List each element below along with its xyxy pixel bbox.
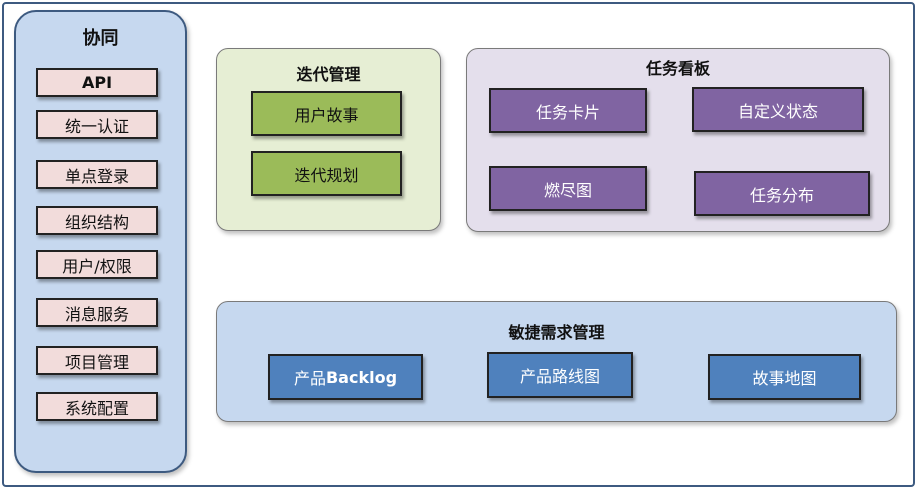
sidebar-item-api: API	[36, 68, 158, 97]
user-story-box: 用户故事	[251, 91, 402, 136]
product-backlog-suffix: Backlog	[325, 367, 398, 387]
story-map-label: 故事地图	[752, 369, 817, 388]
burndown-chart-box: 燃尽图	[489, 166, 647, 211]
product-roadmap-box: 产品路线图	[487, 352, 633, 398]
custom-status-box: 自定义状态	[692, 87, 864, 132]
sidebar-item-user-perm: 用户/权限	[36, 250, 158, 279]
product-roadmap-label: 产品路线图	[519, 367, 600, 386]
task-card-box: 任务卡片	[489, 88, 647, 133]
sidebar-item-unified-auth: 统一认证	[36, 110, 158, 139]
iteration-panel: 迭代管理	[216, 48, 441, 231]
task-distribution-box: 任务分布	[694, 171, 870, 216]
product-backlog-prefix: 产品	[293, 369, 326, 388]
diagram-frame	[2, 2, 915, 487]
iteration-plan-box: 迭代规划	[251, 151, 402, 196]
task-board-title: 任务看板	[645, 59, 710, 78]
collaboration-title: 协同	[82, 28, 119, 49]
sidebar-item-config: 系统配置	[36, 392, 158, 421]
iteration-title: 迭代管理	[296, 65, 361, 84]
sidebar-item-message: 消息服务	[36, 298, 158, 327]
story-map-box: 故事地图	[708, 354, 861, 400]
sidebar-item-org: 组织结构	[36, 206, 158, 235]
agile-title: 敏捷需求管理	[508, 323, 605, 342]
sidebar-item-project: 项目管理	[36, 346, 158, 375]
sidebar-item-sso: 单点登录	[36, 160, 158, 189]
